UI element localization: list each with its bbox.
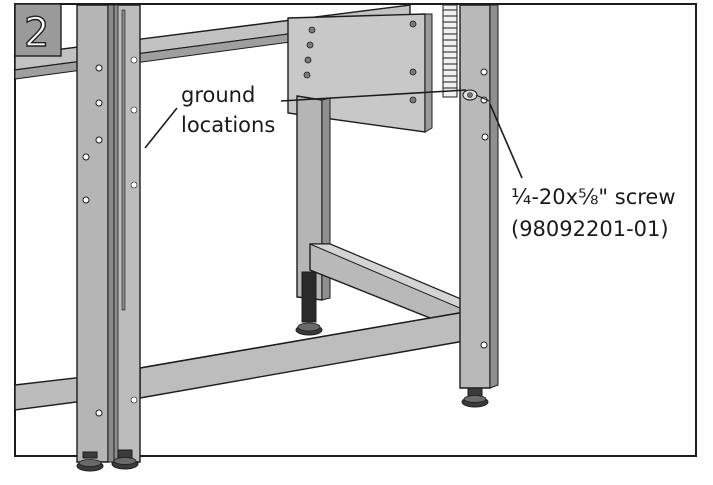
ground-leader-line-2	[280, 89, 467, 102]
ground-hole-icon	[121, 9, 138, 404]
panel-holes	[303, 20, 417, 104]
front-leg-right-side	[489, 4, 499, 389]
leveling-foot-icon	[76, 451, 104, 472]
ground-label-line2: locations	[181, 113, 275, 137]
ground-leader-line	[144, 107, 178, 149]
screw-label-line1: ¼-20x⅝" screw	[511, 185, 676, 209]
screw-icon	[462, 89, 490, 102]
front-leg-right	[459, 4, 491, 389]
ground-label-line1: ground	[181, 83, 255, 107]
cable-spring	[442, 4, 458, 98]
step-number: 2	[24, 10, 49, 56]
screw-leader-line	[489, 103, 523, 179]
front-leg-left-outer	[76, 4, 109, 463]
leveling-foot-icon	[461, 387, 489, 408]
step-number-badge: 2	[14, 3, 62, 57]
leveling-foot-icon	[111, 449, 139, 470]
ground-hole-icon	[82, 64, 103, 417]
screw-part-number: (98092201-01)	[511, 217, 669, 241]
front-leg-left-outer-side	[107, 4, 115, 463]
leveling-foot-icon	[295, 271, 323, 336]
back-panel-edge	[424, 13, 433, 133]
